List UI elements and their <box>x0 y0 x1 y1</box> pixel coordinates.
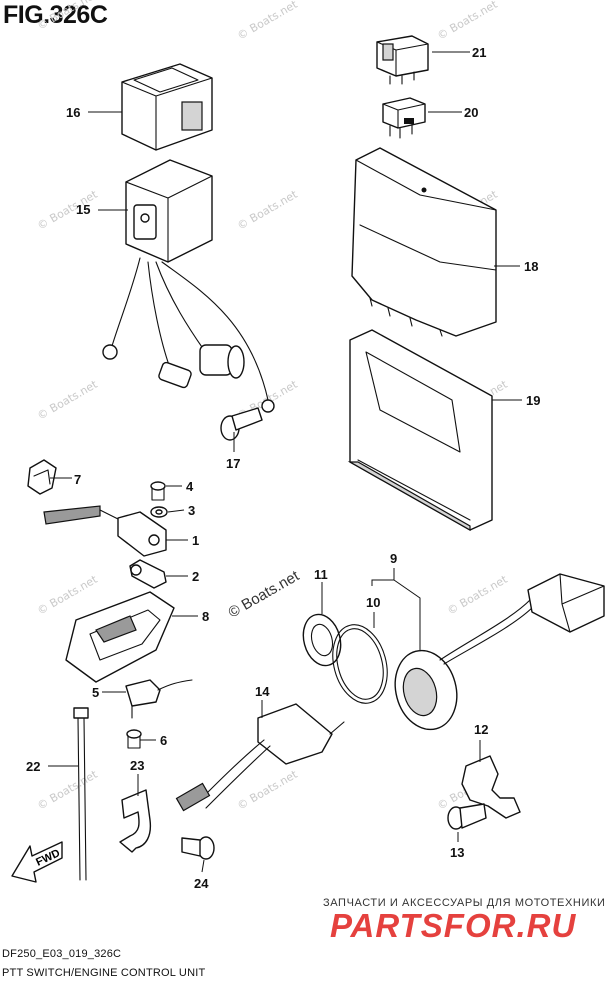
harness-14 <box>175 703 345 812</box>
brand-tagline: ЗАПЧАСТИ И АКСЕССУАРЫ ДЛЯ МОТОТЕХНИКИ <box>323 897 606 909</box>
callout-10: 10 <box>366 595 380 610</box>
o-ring-10 <box>332 624 388 704</box>
callout-14: 14 <box>255 684 270 699</box>
clip-7 <box>27 459 57 495</box>
figure-title: FIG.326C <box>3 1 108 29</box>
callout-20: 20 <box>464 105 478 120</box>
watermark-large: © Boats.net <box>226 567 303 621</box>
switch-5 <box>125 679 193 719</box>
callout-9: 9 <box>390 551 397 566</box>
callout-13: 13 <box>450 845 464 860</box>
switch-1 <box>43 505 167 557</box>
washer-3 <box>150 506 168 518</box>
brand-logo: PARTSFOR.RU <box>330 907 577 944</box>
callout-6: 6 <box>160 733 167 748</box>
callout-23: 23 <box>130 758 144 773</box>
ptt-switch-9 <box>394 573 605 731</box>
bracket-8 <box>65 591 175 683</box>
leader-lines <box>48 51 522 873</box>
cable-tie-22 <box>73 707 89 881</box>
callout-22: 22 <box>26 759 40 774</box>
grommet-11 <box>302 613 342 667</box>
watermark: © Boats.net <box>35 767 100 812</box>
callout-15: 15 <box>76 202 90 217</box>
callout-12: 12 <box>474 722 488 737</box>
callout-17: 17 <box>226 456 240 471</box>
callout-19: 19 <box>526 393 540 408</box>
clamp-12 <box>461 755 521 819</box>
watermark: © Boats.net <box>35 377 100 422</box>
callout-18: 18 <box>524 259 538 274</box>
lever-2 <box>129 559 167 589</box>
watermark: © Boats.net <box>35 0 100 33</box>
watermark: © Boats.net <box>35 572 100 617</box>
bolt-13 <box>447 803 487 830</box>
callout-labels: 21 20 16 15 18 19 17 7 4 3 1 2 8 5 6 22 … <box>26 45 540 891</box>
cover-16 <box>121 63 213 151</box>
callout-5: 5 <box>92 685 99 700</box>
callout-16: 16 <box>66 105 80 120</box>
watermark: © Boats.net <box>235 767 300 812</box>
callout-4: 4 <box>186 479 194 494</box>
figure-code: DF250_E03_019_326C <box>2 948 122 960</box>
callout-24: 24 <box>194 876 209 891</box>
relay-20 <box>382 97 426 139</box>
watermark: © Boats.net <box>235 0 300 43</box>
bolt-17 <box>220 407 263 441</box>
clamp-23 <box>119 789 152 853</box>
screw-6 <box>126 729 142 749</box>
callout-1: 1 <box>192 533 199 548</box>
callout-7: 7 <box>74 472 81 487</box>
fwd-arrow: FWD <box>11 841 63 883</box>
watermark: © Boats.net <box>445 572 510 617</box>
callout-21: 21 <box>472 45 486 60</box>
relay-21 <box>376 35 429 85</box>
screw-24 <box>181 836 215 860</box>
callout-2: 2 <box>192 569 199 584</box>
module-15 <box>102 159 275 413</box>
callout-8: 8 <box>202 609 209 624</box>
cover-19 <box>347 329 493 532</box>
screw-4 <box>150 481 166 501</box>
watermark: © Boats.net <box>435 0 500 43</box>
figure-caption: PTT SWITCH/ENGINE CONTROL UNIT <box>2 967 206 979</box>
ecu-18 <box>351 147 497 337</box>
watermark: © Boats.net <box>235 187 300 232</box>
callout-3: 3 <box>188 503 195 518</box>
callout-11: 11 <box>314 567 328 582</box>
